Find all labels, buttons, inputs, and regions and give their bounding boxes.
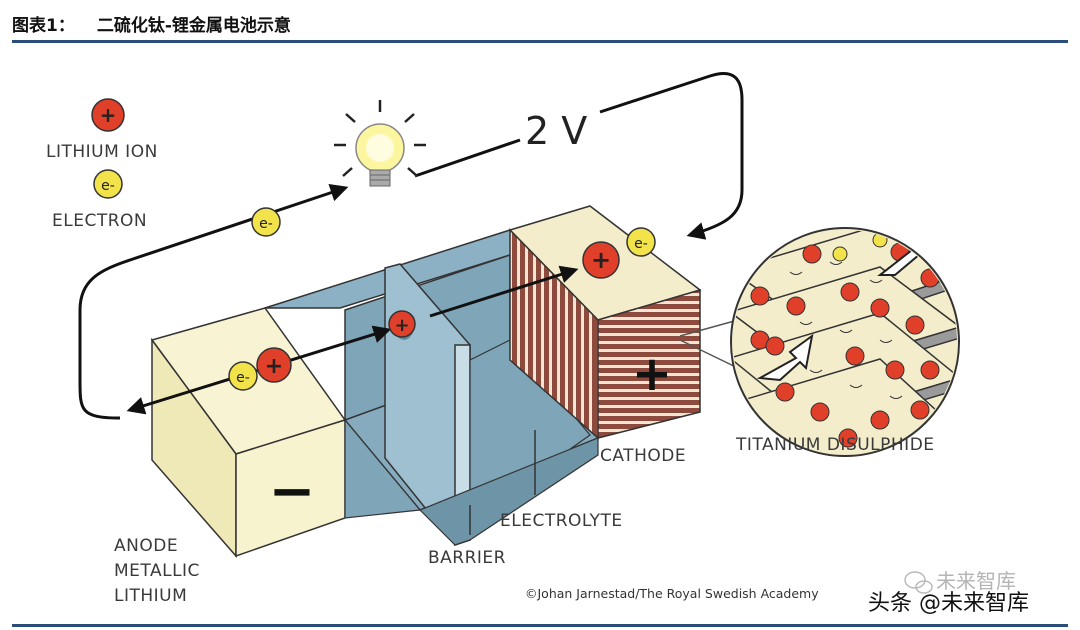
watermark-faded: 未来智库 [936, 569, 1016, 593]
figure-caption: 图表1： 二硫化钛-锂金属电池示意 [12, 11, 291, 36]
legend: + LITHIUM ION e- ELECTRON [46, 98, 158, 231]
anode-ion-symbol: + [265, 354, 283, 379]
figure-header: 图表1： 二硫化钛-锂金属电池示意 [12, 6, 1068, 43]
circuit-wire-mid [414, 138, 521, 178]
label-barrier: BARRIER [428, 548, 506, 568]
cathode-electron-icon [626, 227, 656, 257]
wire-electron-symbol: e- [259, 216, 273, 232]
wire-electron-icon [251, 207, 281, 237]
legend-electron-symbol: e- [101, 178, 115, 194]
anode-ion-icon [256, 347, 292, 383]
anode-electron-symbol: e- [236, 370, 250, 386]
electrolyte-front-bottom [418, 437, 599, 546]
label-anode-1: ANODE [114, 536, 178, 556]
zoom-line-bottom [679, 339, 743, 371]
cathode-front [597, 288, 701, 439]
watermark-main: 头条 @未来智库 [868, 591, 1029, 616]
label-anode-3: LITHIUM [114, 586, 187, 606]
anode-electron-icon [228, 361, 258, 391]
circuit-wire-right [599, 72, 744, 240]
legend-ion-icon [91, 98, 125, 132]
legend-ion-symbol: + [100, 103, 117, 127]
footer-rule [12, 624, 1068, 627]
anode-minus-sign: − [269, 459, 316, 524]
caption-title: 二硫化钛-锂金属电池示意 [96, 16, 291, 36]
light-bulb-icon [334, 100, 426, 187]
label-anode-2: METALLIC [114, 561, 200, 581]
barrier-ion-symbol: + [394, 315, 409, 336]
cathode-plus-sign: + [632, 346, 672, 402]
cathode-electron-symbol: e- [634, 236, 648, 252]
label-titanium-disulphide: TITANIUM DISULPHIDE [735, 435, 935, 455]
zoom-line-top [679, 319, 739, 337]
image-credit: ©Johan Jarnestad/The Royal Swedish Acade… [525, 586, 819, 601]
electrolyte-arrow [429, 265, 579, 318]
battery-cell: + − [150, 205, 702, 558]
label-electrolyte: ELECTROLYTE [500, 511, 623, 531]
battery-diagram: 2 V + LITHIUM ION e- ELECTRON e- + − [46, 72, 1029, 616]
cathode-ion-symbol: + [591, 246, 611, 274]
voltage-label: 2 V [525, 109, 587, 153]
electrolyte-liquid [469, 339, 591, 522]
barrier-ion-icon [388, 310, 416, 338]
wechat-icon [904, 571, 933, 594]
cell-particles: e- + + + e- [228, 227, 656, 391]
legend-electron-icon [93, 169, 123, 199]
label-cathode: CATHODE [600, 446, 686, 466]
caption-number: 图表1： [12, 16, 75, 36]
titanium-disulphide-zoom [730, 227, 960, 457]
cathode-ion-icon [582, 241, 620, 279]
circuit-wire-left [78, 184, 349, 420]
legend-ion-label: LITHIUM ION [46, 142, 158, 162]
electrolyte-front-left [344, 418, 422, 519]
legend-electron-label: ELECTRON [52, 211, 147, 231]
